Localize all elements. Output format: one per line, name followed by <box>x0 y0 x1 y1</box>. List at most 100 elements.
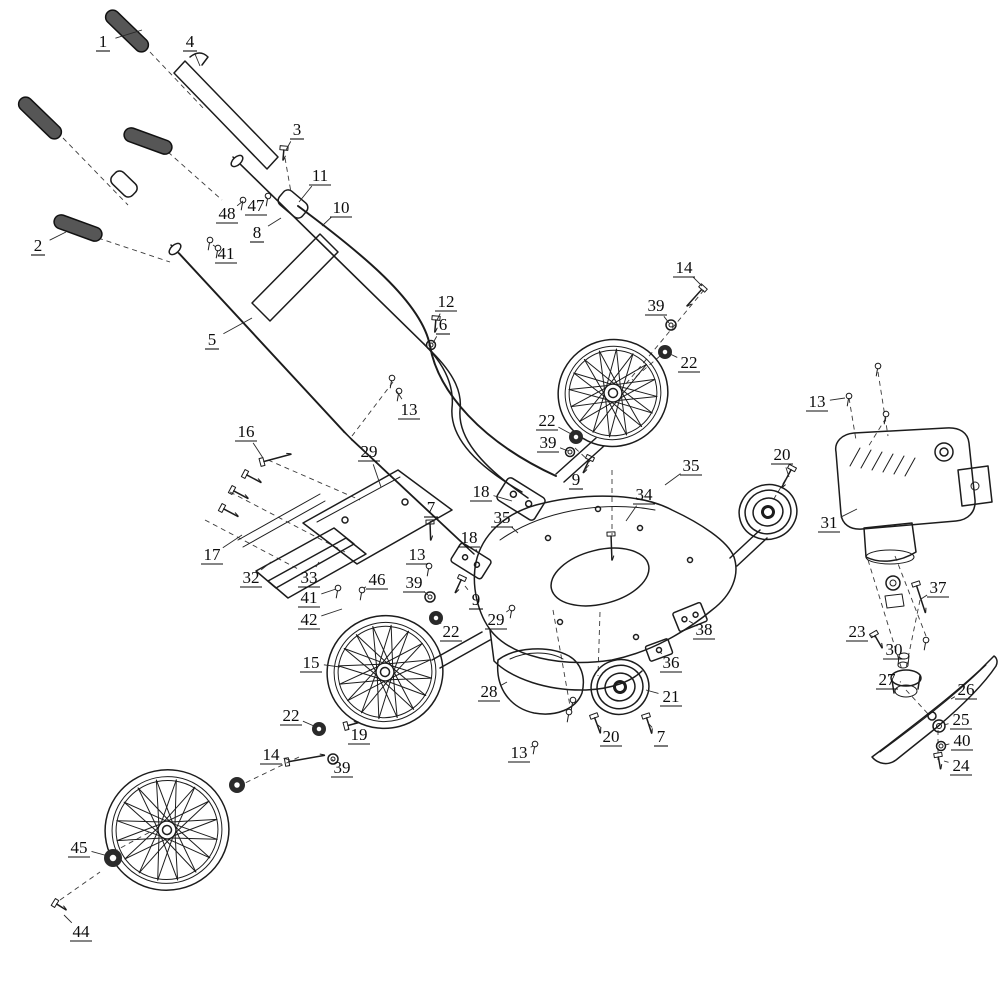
part-number: 3 <box>293 120 302 139</box>
part-number: 16 <box>238 422 255 441</box>
bolt <box>431 315 441 333</box>
handle-tube-right <box>232 156 433 353</box>
part-label-10: 10 <box>321 198 352 227</box>
screw <box>358 586 366 601</box>
bolt <box>589 712 602 734</box>
part-label-48: 48 <box>216 200 244 224</box>
part-label-26: 26 <box>950 680 977 700</box>
washer <box>569 430 583 444</box>
deck-skirt <box>489 629 643 691</box>
washer <box>665 319 677 331</box>
washer <box>229 777 245 793</box>
bolt <box>606 531 616 561</box>
part-label-41: 41 <box>298 588 337 608</box>
bolt <box>686 283 708 307</box>
part-label-16: 16 <box>235 422 264 459</box>
part-label-14: 14 <box>673 258 703 287</box>
part-number: 34 <box>636 485 654 504</box>
blade-adapter <box>890 669 922 687</box>
part-label-24: 24 <box>943 756 972 776</box>
screw <box>214 244 222 259</box>
part-number: 13 <box>809 392 826 411</box>
handle-cross-panel <box>251 233 339 322</box>
part-number: 9 <box>572 470 581 489</box>
part-number: 7 <box>657 727 666 746</box>
handle-bracket-upper <box>496 477 546 521</box>
part-number: 39 <box>648 296 665 315</box>
guard-plate-lower <box>267 537 367 599</box>
bolt <box>869 629 883 649</box>
part-label-7: 7 <box>424 498 438 527</box>
part-number: 45 <box>71 838 88 857</box>
bolt <box>50 898 67 911</box>
part-label-17: 17 <box>201 534 243 565</box>
part-number: 22 <box>539 411 556 430</box>
screw <box>845 392 853 407</box>
part-label-7: 7 <box>647 722 668 747</box>
part-number: 36 <box>663 653 680 672</box>
part-label-21: 21 <box>645 687 682 707</box>
bolt <box>780 463 797 489</box>
part-label-29: 29 <box>485 609 510 630</box>
handle-tube-left <box>170 244 353 441</box>
rear-wheel-arm <box>555 437 605 483</box>
washer <box>312 722 326 736</box>
part-label-2: 2 <box>31 231 67 256</box>
washer <box>104 849 122 867</box>
part-label-28: 28 <box>478 681 508 702</box>
part-number: 40 <box>954 731 971 750</box>
part-number: 13 <box>511 743 528 762</box>
part-label-33: 33 <box>298 561 320 588</box>
spoked-wheel <box>557 338 669 448</box>
handle-assembly <box>17 9 557 555</box>
engine-cylinder <box>863 522 917 562</box>
part-label-44: 44 <box>63 914 92 942</box>
part-number: 29 <box>488 610 505 629</box>
part-number: 13 <box>401 400 418 419</box>
handle-grips <box>17 9 173 242</box>
engine-body <box>834 427 976 530</box>
part-number: 29 <box>361 442 378 461</box>
part-label-39: 39 <box>537 433 569 453</box>
part-number: 22 <box>443 622 460 641</box>
part-number: 17 <box>204 545 222 564</box>
bolt <box>641 712 653 734</box>
part-label-41: 41 <box>212 244 237 264</box>
part-number: 37 <box>930 578 948 597</box>
bolt <box>258 452 292 467</box>
part-number: 22 <box>681 353 698 372</box>
screw <box>264 192 272 207</box>
screw <box>508 604 516 619</box>
bolt <box>454 573 467 594</box>
part-label-14: 14 <box>260 745 291 765</box>
crankshaft-boss <box>885 575 901 591</box>
part-label-32: 32 <box>240 561 272 588</box>
washer <box>935 740 947 752</box>
part-number: 18 <box>461 528 478 547</box>
lower-handle-left <box>343 431 475 555</box>
deck-front-rim <box>499 506 656 541</box>
part-label-22: 22 <box>667 352 700 373</box>
screw <box>334 584 342 599</box>
part-label-11: 11 <box>298 166 331 203</box>
washer <box>932 719 946 733</box>
part-label-22: 22 <box>280 706 315 727</box>
part-number: 20 <box>774 445 791 464</box>
screw <box>206 236 214 251</box>
mulch-cover <box>496 648 585 715</box>
mount-plate <box>302 469 453 565</box>
part-number: 30 <box>886 640 903 659</box>
part-label-38: 38 <box>688 620 715 640</box>
part-number: 20 <box>603 727 620 746</box>
part-number: 44 <box>73 922 91 941</box>
part-label-13: 13 <box>508 743 534 763</box>
washer <box>425 339 437 351</box>
part-number: 38 <box>696 620 713 639</box>
part-number: 14 <box>676 258 694 277</box>
part-number: 25 <box>953 710 970 729</box>
part-label-9: 9 <box>464 585 483 610</box>
fuel-cap <box>934 442 954 462</box>
part-label-27: 27 <box>876 670 902 690</box>
